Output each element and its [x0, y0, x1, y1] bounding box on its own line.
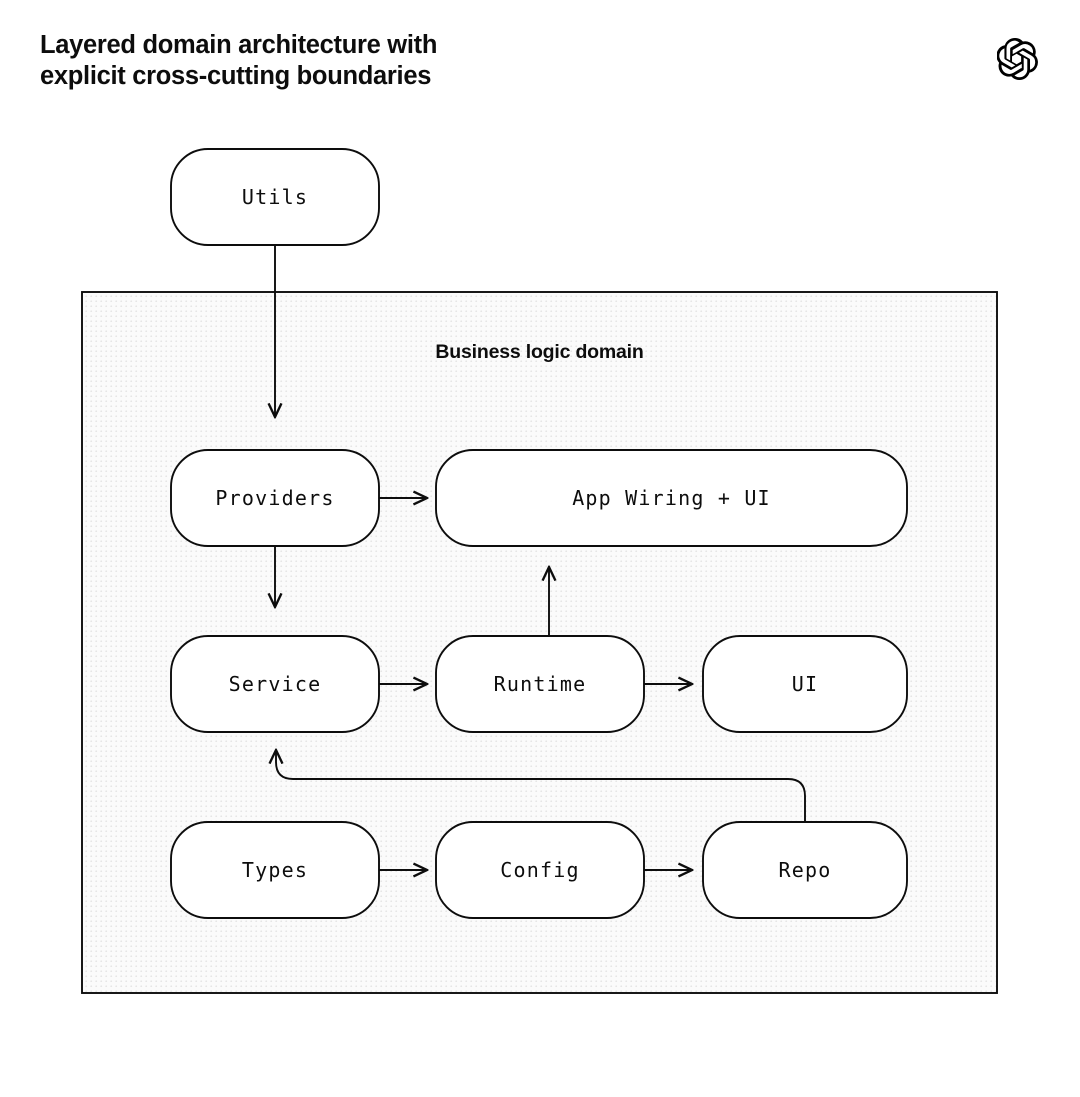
node-repo-shape	[702, 821, 908, 919]
node-app-wiring[interactable]: App Wiring + UI	[435, 449, 908, 547]
page-title: Layered domain architecture with explici…	[40, 31, 438, 90]
openai-logo	[996, 37, 1039, 81]
node-repo-label: Repo	[779, 858, 832, 882]
edge-layer	[275, 245, 806, 870]
node-providers-label: Providers	[215, 486, 334, 510]
node-providers-shape	[170, 449, 380, 547]
node-utils-shape	[170, 148, 380, 246]
node-runtime[interactable]: Runtime	[435, 635, 645, 733]
node-runtime-label: Runtime	[494, 672, 587, 696]
node-service[interactable]: Service	[170, 635, 380, 733]
node-config[interactable]: Config	[435, 821, 645, 919]
group-label: Business logic domain	[435, 341, 643, 363]
edge-repo-to-service	[276, 750, 806, 822]
node-utils-label: Utils	[242, 185, 308, 209]
node-app-wiring-label: App Wiring + UI	[572, 486, 771, 510]
node-repo[interactable]: Repo	[702, 821, 908, 919]
node-utils[interactable]: Utils	[170, 148, 380, 246]
node-types-shape	[170, 821, 380, 919]
node-types[interactable]: Types	[170, 821, 380, 919]
node-runtime-shape	[435, 635, 645, 733]
node-app-wiring-shape	[435, 449, 908, 547]
node-ui[interactable]: UI	[702, 635, 908, 733]
node-ui-label: UI	[792, 672, 818, 696]
node-types-label: Types	[242, 858, 308, 882]
node-config-shape	[435, 821, 645, 919]
node-ui-shape	[702, 635, 908, 733]
node-service-shape	[170, 635, 380, 733]
node-providers[interactable]: Providers	[170, 449, 380, 547]
node-config-label: Config	[500, 858, 579, 882]
node-service-label: Service	[229, 672, 322, 696]
